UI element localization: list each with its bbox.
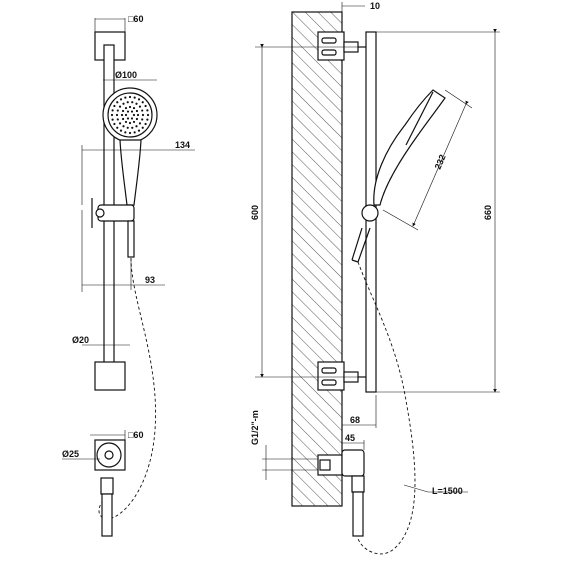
front-view: □60 Ø100 134 93 Ø20 □60 Ø25	[62, 14, 195, 537]
side-view: 232 10 600 660 68 45	[250, 1, 500, 555]
hose-side	[357, 261, 416, 555]
nozzle-dot	[136, 113, 140, 117]
nozzle-dot	[116, 118, 119, 121]
nozzle-dot	[135, 125, 138, 128]
dim-square-60-bottom: □60	[128, 430, 143, 440]
nozzle-dot	[113, 104, 116, 108]
nozzle-dot	[126, 110, 130, 113]
dim-square-60-top: □60	[128, 14, 143, 24]
nozzle-dot	[122, 125, 125, 128]
nozzle-dot	[111, 109, 114, 112]
dim-length-68: 68	[350, 415, 360, 425]
nozzle-dot	[111, 118, 114, 121]
slider-knob-side	[361, 204, 379, 222]
nozzle-dot	[116, 101, 119, 104]
nozzle-dot	[135, 109, 139, 113]
dim-length-232: 232	[433, 153, 448, 171]
bottom-wall-bracket	[94, 361, 126, 391]
nozzle-dot	[121, 109, 125, 113]
nozzle-dot	[137, 129, 141, 132]
nozzle-dot	[130, 117, 134, 120]
nozzle-dot	[131, 101, 134, 104]
nozzle-dot	[137, 98, 141, 101]
nozzle-dot	[128, 95, 132, 99]
nozzle-dot	[132, 113, 136, 117]
nozzle-dot	[113, 122, 116, 126]
nozzle-dot	[124, 113, 128, 117]
nozzle-dot	[141, 126, 144, 129]
dim-length-134: 134	[175, 140, 190, 150]
wall-outlet	[96, 442, 122, 468]
nozzle-dot	[126, 101, 129, 104]
nozzle-dot	[144, 122, 147, 126]
nozzle-dot	[138, 122, 142, 125]
dim-hose-length: L=1500	[432, 486, 463, 496]
nozzle-dot	[124, 120, 128, 124]
nozzle-dot	[141, 101, 144, 104]
dim-diameter-25: Ø25	[62, 449, 79, 459]
nozzle-dot	[124, 131, 127, 134]
nozzle-dot	[141, 109, 144, 112]
wall-outlet-side	[317, 449, 365, 537]
nozzle-dot	[110, 113, 114, 117]
nozzle-dot	[138, 105, 142, 108]
nozzle-dot	[144, 104, 147, 108]
dim-length-660: 660	[483, 205, 493, 220]
nozzle-dot	[128, 131, 132, 135]
nozzle-dot	[132, 120, 136, 124]
nozzle-dot	[124, 106, 128, 110]
dim-diameter-100: Ø100	[115, 70, 137, 80]
nozzle-dot	[118, 122, 122, 125]
nozzle-dot	[131, 126, 134, 129]
nozzle-dot	[133, 96, 136, 99]
nozzle-dot	[132, 106, 136, 110]
nozzle-dot	[116, 109, 119, 112]
hose-front	[98, 257, 157, 520]
nozzle-dot	[146, 109, 149, 112]
wall-section	[291, 11, 343, 507]
nozzle-dot	[116, 126, 119, 129]
dim-length-600: 600	[250, 205, 260, 220]
dim-diameter-20: Ø20	[72, 335, 89, 345]
nozzle-dot	[120, 113, 124, 117]
nozzle-dot	[146, 118, 149, 121]
nozzle-dot	[119, 129, 123, 132]
nozzle-dot	[135, 102, 138, 105]
bottom-bracket-side	[317, 361, 366, 391]
nozzle-dot	[118, 105, 122, 108]
nozzle-dot	[146, 113, 150, 117]
shower-head-side	[373, 89, 446, 206]
nozzle-dot	[124, 96, 127, 99]
nozzle-dot	[126, 126, 129, 129]
nozzle-dot	[130, 110, 134, 113]
shower-head-front	[102, 87, 158, 206]
dim-thread: G1/2"-m	[250, 410, 260, 445]
nozzle-dot	[135, 117, 139, 121]
slider-knob	[95, 208, 105, 218]
nozzle-dot	[128, 121, 132, 125]
nozzle-dot	[119, 98, 123, 101]
nozzle-dot	[121, 117, 125, 121]
top-bracket-side	[317, 31, 359, 61]
nozzle-dot	[141, 118, 144, 121]
dim-length-10: 10	[370, 1, 380, 11]
nozzle-dot	[133, 131, 136, 134]
nozzle-dot	[141, 113, 145, 117]
nozzle-dot	[128, 105, 132, 109]
nozzle-dot	[115, 113, 119, 117]
nozzle-dot	[126, 117, 130, 120]
nozzle-dots	[110, 95, 150, 135]
nozzle-dot	[122, 102, 125, 105]
dim-length-45: 45	[345, 433, 355, 443]
dim-length-93: 93	[145, 275, 155, 285]
